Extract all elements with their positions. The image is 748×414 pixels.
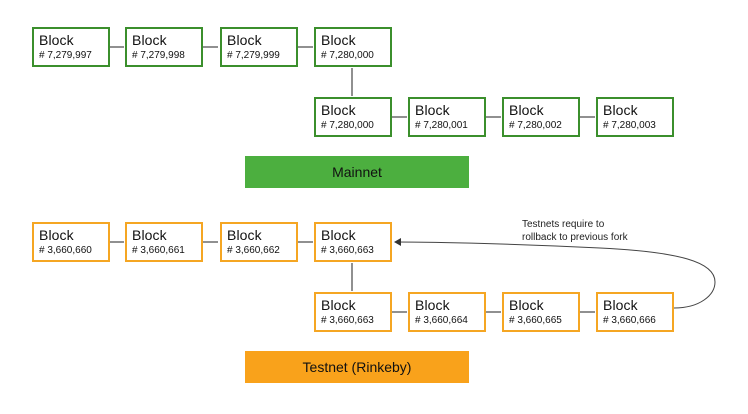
block-number: # 3,660,666 <box>603 315 656 326</box>
mainnet-fork-block-4: Block # 7,280,003 <box>596 97 674 137</box>
mainnet-fork-block-2: Block # 7,280,001 <box>408 97 486 137</box>
testnet-block-1: Block # 3,660,660 <box>32 222 110 262</box>
block-number: # 7,280,003 <box>603 120 656 131</box>
mainnet-block-4: Block # 7,280,000 <box>314 27 392 67</box>
block-title: Block <box>415 102 450 118</box>
block-title: Block <box>603 297 638 313</box>
testnet-fork-block-3: Block # 3,660,665 <box>502 292 580 332</box>
block-number: # 7,280,001 <box>415 120 468 131</box>
block-title: Block <box>509 297 544 313</box>
block-title: Block <box>321 102 356 118</box>
block-title: Block <box>321 297 356 313</box>
block-number: # 3,660,661 <box>132 245 185 256</box>
mainnet-fork-block-3: Block # 7,280,002 <box>502 97 580 137</box>
block-title: Block <box>321 227 356 243</box>
block-title: Block <box>227 32 262 48</box>
block-title: Block <box>321 32 356 48</box>
testnet-block-2: Block # 3,660,661 <box>125 222 203 262</box>
testnet-banner: Testnet (Rinkeby) <box>245 351 469 383</box>
block-number: # 7,279,998 <box>132 50 185 61</box>
block-number: # 3,660,663 <box>321 245 374 256</box>
block-title: Block <box>603 102 638 118</box>
block-title: Block <box>39 227 74 243</box>
block-title: Block <box>509 102 544 118</box>
block-number: # 3,660,660 <box>39 245 92 256</box>
testnet-block-3: Block # 3,660,662 <box>220 222 298 262</box>
block-title: Block <box>415 297 450 313</box>
block-title: Block <box>132 227 167 243</box>
block-title: Block <box>39 32 74 48</box>
rollback-annotation: Testnets require to rollback to previous… <box>522 218 672 244</box>
block-number: # 7,279,997 <box>39 50 92 61</box>
block-title: Block <box>227 227 262 243</box>
testnet-fork-block-1: Block # 3,660,663 <box>314 292 392 332</box>
testnet-fork-block-2: Block # 3,660,664 <box>408 292 486 332</box>
mainnet-block-3: Block # 7,279,999 <box>220 27 298 67</box>
block-number: # 7,279,999 <box>227 50 280 61</box>
block-number: # 3,660,662 <box>227 245 280 256</box>
mainnet-block-2: Block # 7,279,998 <box>125 27 203 67</box>
rollback-arrow <box>394 238 716 309</box>
annotation-line-2: rollback to previous fork <box>522 232 628 243</box>
block-number: # 7,280,000 <box>321 50 374 61</box>
testnet-fork-block-4: Block # 3,660,666 <box>596 292 674 332</box>
testnet-block-4: Block # 3,660,663 <box>314 222 392 262</box>
mainnet-block-1: Block # 7,279,997 <box>32 27 110 67</box>
annotation-line-1: Testnets require to <box>522 219 605 230</box>
block-number: # 3,660,665 <box>509 315 562 326</box>
block-number: # 3,660,664 <box>415 315 468 326</box>
block-number: # 7,280,002 <box>509 120 562 131</box>
mainnet-banner: Mainnet <box>245 156 469 188</box>
block-title: Block <box>132 32 167 48</box>
block-number: # 7,280,000 <box>321 120 374 131</box>
block-number: # 3,660,663 <box>321 315 374 326</box>
mainnet-fork-block-1: Block # 7,280,000 <box>314 97 392 137</box>
